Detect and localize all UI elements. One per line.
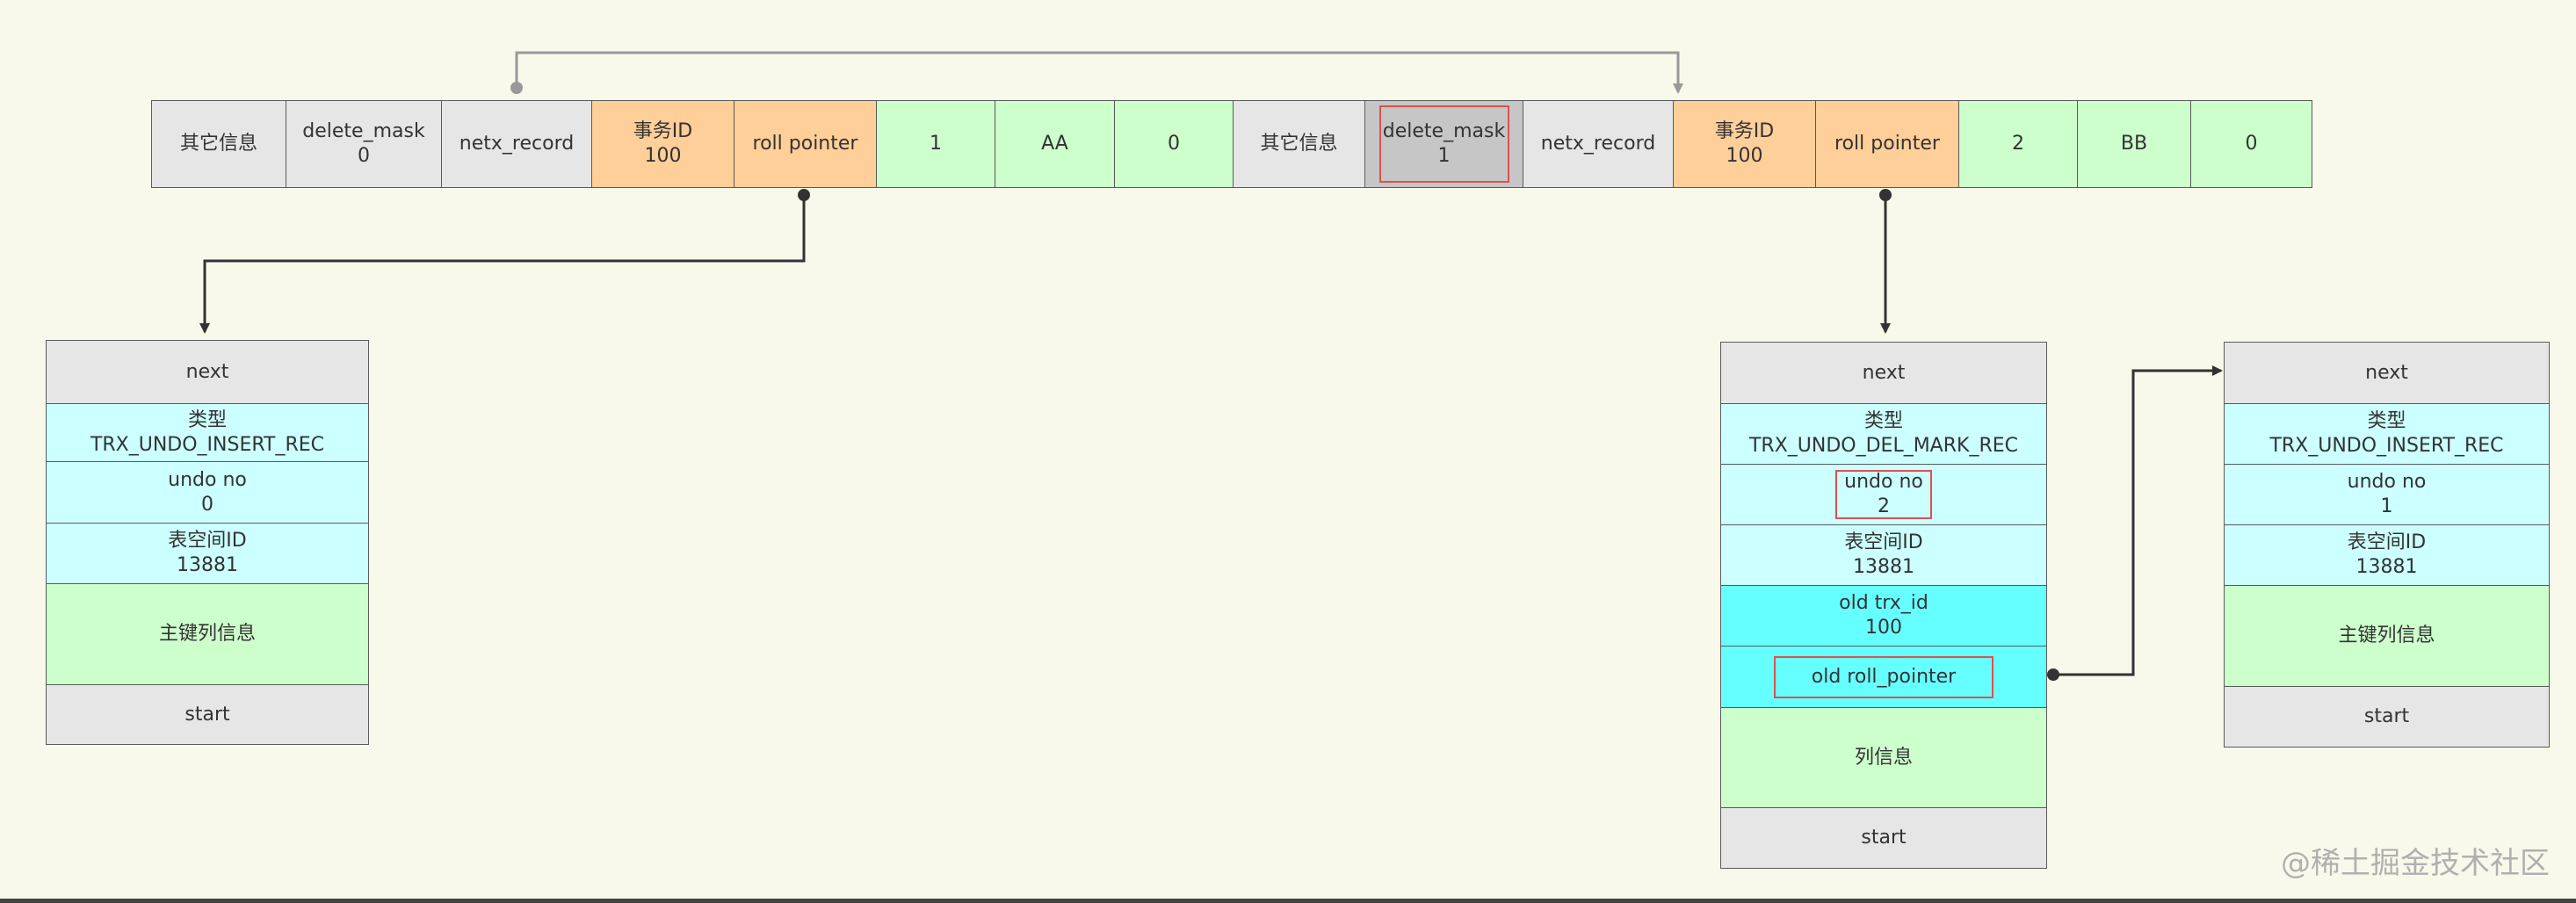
undo-left-undo-no: undo no 0	[46, 461, 369, 524]
undo-right-type: 类型 TRX_UNDO_INSERT_REC	[2224, 403, 2550, 465]
next-record-arrow	[515, 51, 1683, 94]
undo-mid-old-roll-pointer: old roll_pointer	[1720, 646, 2047, 708]
row2-delete-mask-highlight: delete_mask 1	[1378, 105, 1509, 183]
undo-mid-next: next	[1720, 342, 2047, 404]
row2-trx-id: 事务ID 100	[1673, 100, 1816, 188]
undo-mid-old-roll-pointer-highlight: old roll_pointer	[1774, 655, 1994, 698]
undo-right-start: start	[2224, 686, 2550, 748]
undo-mid-undo-no: undo no 2	[1720, 464, 2047, 525]
undo-mid-type: 类型 TRX_UNDO_DEL_MARK_REC	[1720, 403, 2047, 465]
row1-roll-pointer: roll pointer	[734, 100, 877, 188]
undo-left-start: start	[46, 684, 369, 745]
undo-mid-column-info: 列信息	[1720, 707, 2047, 808]
row1-col-2: AA	[995, 100, 1115, 188]
row2-col-1: 2	[1958, 100, 2078, 188]
row2-delete-mask: delete_mask 1	[1364, 100, 1523, 188]
row1-other-info: 其它信息	[151, 100, 286, 188]
undo-mid-space-id: 表空间ID 13881	[1720, 524, 2047, 586]
row1-next-record: netx_record	[441, 100, 592, 188]
row1-trx-id: 事务ID 100	[591, 100, 734, 188]
watermark: @稀土掘金技术社区	[2281, 846, 2550, 881]
bottom-divider	[0, 899, 2576, 903]
row2-col-3: 0	[2190, 100, 2312, 188]
undo-left-next: next	[46, 340, 369, 404]
row2-next-record: netx_record	[1523, 100, 1674, 188]
undo-right-undo-no: undo no 1	[2224, 464, 2550, 525]
next-record-arrow-origin	[510, 82, 523, 94]
old-roll-pointer-arrow	[2053, 365, 2223, 676]
old-roll-pointer-origin	[2047, 668, 2059, 681]
row1-col-1: 1	[876, 100, 995, 188]
row2-col-2: BB	[2077, 100, 2191, 188]
undo-mid-undo-no-highlight: undo no 2	[1835, 470, 1932, 519]
roll-pointer-left-arrow	[199, 195, 806, 334]
row1-col-3: 0	[1114, 100, 1234, 188]
row1-delete-mask: delete_mask 0	[286, 100, 442, 188]
undo-left-space-id: 表空间ID 13881	[46, 523, 369, 584]
undo-mid-old-trx-id: old trx_id 100	[1720, 585, 2047, 647]
undo-mid-start: start	[1720, 807, 2047, 869]
row2-other-info: 其它信息	[1233, 100, 1365, 188]
undo-right-pk-info: 主键列信息	[2224, 585, 2550, 687]
roll-pointer-right-origin	[1879, 189, 1892, 201]
row2-roll-pointer: roll pointer	[1815, 100, 1959, 188]
undo-right-space-id: 表空间ID 13881	[2224, 524, 2550, 586]
roll-pointer-left-origin	[798, 189, 810, 201]
undo-right-next: next	[2224, 342, 2550, 404]
undo-left-pk-info: 主键列信息	[46, 583, 369, 685]
undo-left-type: 类型 TRX_UNDO_INSERT_REC	[46, 403, 369, 462]
